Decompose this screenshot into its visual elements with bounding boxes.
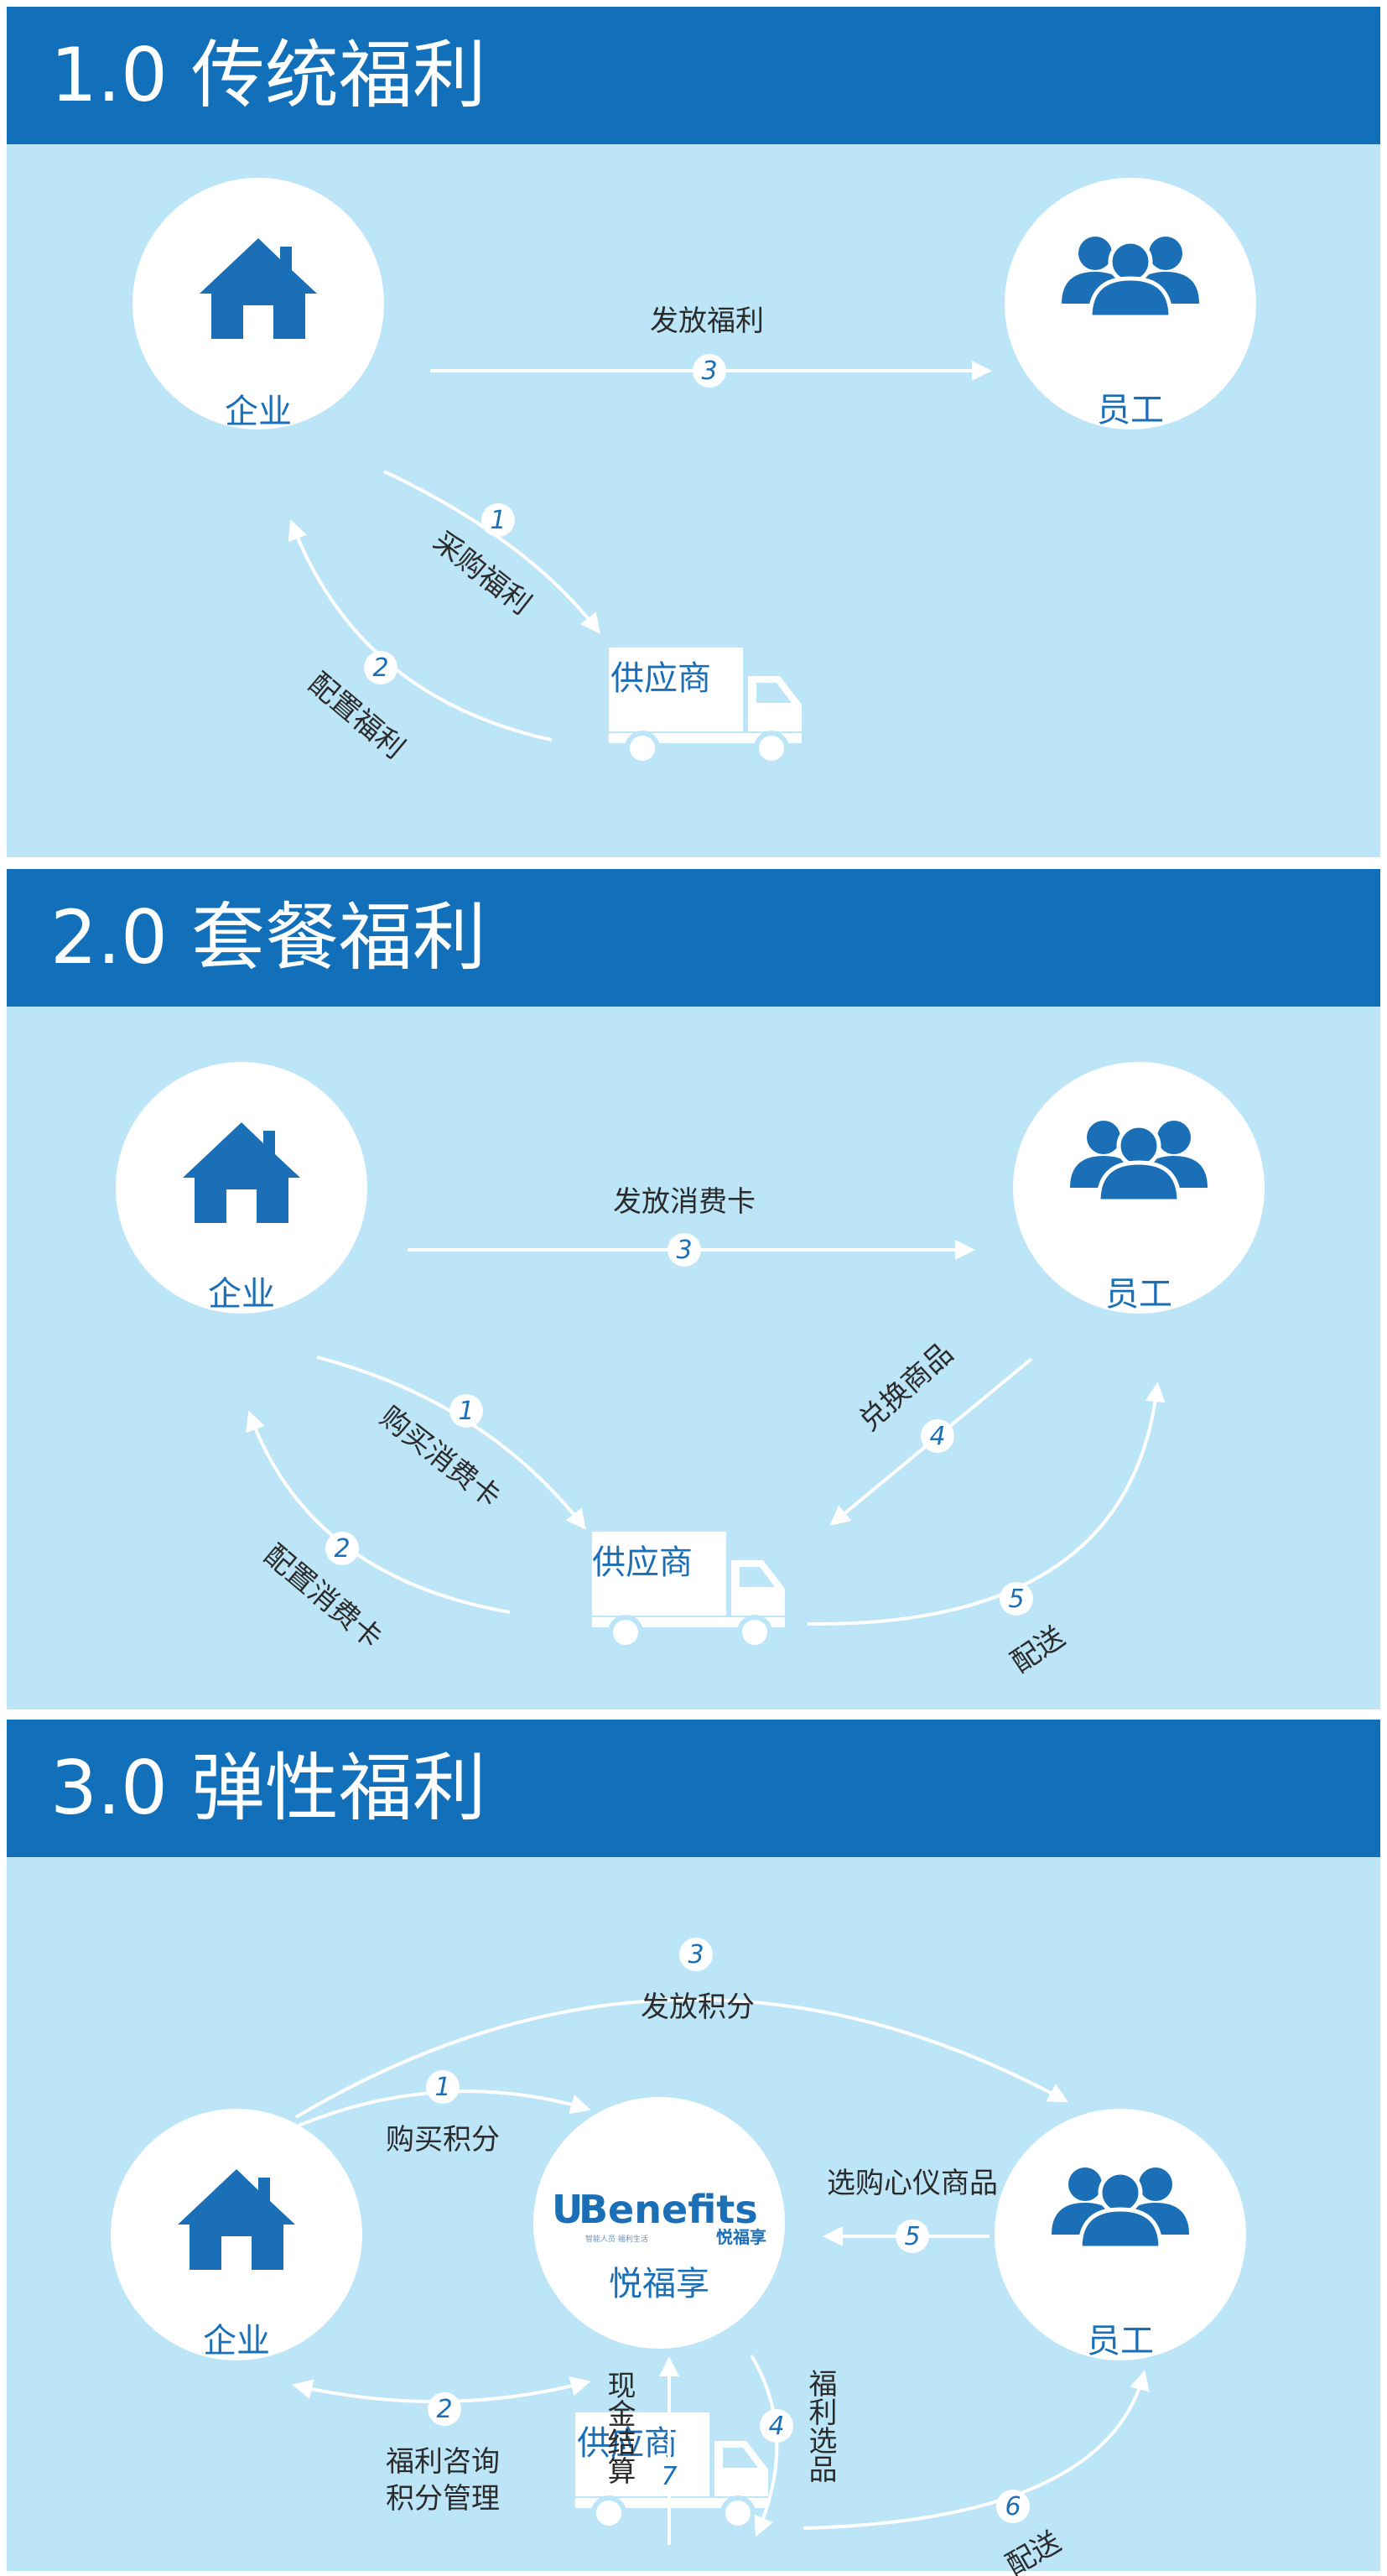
section-flexible: 3.0 弹性福利 企业 员工 U Benefits 悦福享 智能人员 福利生活 …	[7, 1720, 1380, 2576]
edge-configure: 2 配置福利	[288, 519, 553, 766]
edge-label: 购买积分	[386, 2123, 500, 2157]
edge-deliver: 6 配送	[803, 2370, 1150, 2576]
edge-consult: 2 福利咨询 积分管理	[292, 2376, 591, 2516]
step-number: 1	[490, 506, 506, 535]
edge-choose-products: 4 福利选品	[750, 2354, 837, 2537]
flow-diagram: 企业 员工 供应商 3 发放福利 1 采购福利 2 配置福利	[132, 178, 1256, 857]
edge-label: 发放福利	[650, 304, 764, 338]
step-number: 2	[334, 1534, 350, 1564]
node-supplier: 供应商	[592, 1532, 785, 1647]
step-number: 3	[701, 356, 717, 386]
brand-sub: 悦福享	[716, 2227, 766, 2247]
node-enterprise: 企业	[116, 1062, 367, 1314]
brand-name: Benefits	[579, 2187, 758, 2232]
section-header: 3.0 弹性福利	[7, 1720, 1380, 1857]
brand-prefix: U	[552, 2187, 583, 2232]
edge-label: 配送	[1000, 2525, 1067, 2576]
section-header: 1.0 传统福利	[7, 7, 1380, 144]
node-employee: 员工	[1005, 178, 1256, 429]
edge-select-goods: 5 选购心仪商品	[823, 2167, 998, 2253]
node-supplier: 供应商	[609, 648, 802, 763]
brand-tagline: 智能人员 福利生活	[585, 2234, 648, 2244]
node-label: 员工	[1105, 1275, 1172, 1314]
node-label: 企业	[208, 1275, 275, 1314]
edge-label: 福利选品	[803, 2369, 837, 2483]
node-supplier: 供应商	[575, 2412, 768, 2528]
node-label: 供应商	[610, 659, 711, 698]
step-number: 4	[768, 2412, 784, 2441]
section-title: 1.0 传统福利	[50, 32, 486, 118]
node-label: 悦福享	[609, 2265, 709, 2303]
section-traditional: 1.0 传统福利 企业 员工 供应商 3 发放福利 1 采购福利	[7, 7, 1380, 857]
edge-label: 采购福利	[427, 525, 538, 622]
node-label: 供应商	[592, 1543, 693, 1582]
node-enterprise: 企业	[111, 2109, 362, 2360]
edge-label: 选购心仪商品	[827, 2167, 998, 2200]
node-label: 员工	[1087, 2322, 1154, 2360]
step-number: 7	[661, 2462, 677, 2491]
section-title: 3.0 弹性福利	[50, 1745, 486, 1831]
edge-buy-card: 1 购买消费卡	[316, 1356, 586, 1530]
section-header: 2.0 套餐福利	[7, 869, 1380, 1007]
edge-issue-points: 3 发放积分	[294, 1938, 1069, 2119]
edge-purchase: 1 采购福利	[383, 470, 600, 634]
logo-icon: U Benefits 悦福享 智能人员 福利生活	[552, 2187, 766, 2247]
step-number: 3	[676, 1236, 692, 1265]
flow-diagram: 企业 员工 供应商 3 发放消费卡 1 购买消费卡 2 配置消费卡	[116, 1062, 1265, 1679]
section-package: 2.0 套餐福利 企业 员工 供应商 3 发放消费卡 1 购买消费卡	[7, 869, 1380, 1710]
flow-diagram: 企业 员工 U Benefits 悦福享 智能人员 福利生活 悦福享 供应商 3	[111, 1938, 1246, 2576]
step-number: 1	[458, 1397, 474, 1426]
step-number: 2	[372, 653, 388, 683]
step-number: 3	[688, 1940, 704, 1970]
edge-label: 积分管理	[386, 2482, 500, 2516]
edge-redeem: 4 兑换商品	[829, 1336, 1033, 1527]
node-employee: 员工	[995, 2109, 1246, 2360]
edge-label: 福利咨询	[386, 2445, 500, 2479]
step-number: 1	[434, 2073, 450, 2102]
edge-label: 配置福利	[302, 667, 411, 766]
edge-distribute-card: 3 发放消费卡	[408, 1185, 975, 1267]
step-number: 2	[436, 2395, 452, 2424]
edge-configure-card: 2 配置消费卡	[246, 1410, 511, 1656]
edge-label: 购买消费卡	[373, 1400, 506, 1514]
step-number: 4	[929, 1422, 945, 1451]
node-label: 企业	[225, 393, 292, 431]
step-number: 5	[904, 2222, 920, 2251]
section-title: 2.0 套餐福利	[50, 894, 486, 981]
edge-label: 发放消费卡	[613, 1185, 756, 1219]
step-number: 5	[1008, 1585, 1024, 1614]
edge-distribute: 3 发放福利	[430, 304, 992, 388]
node-platform: U Benefits 悦福享 智能人员 福利生活 悦福享	[533, 2097, 785, 2349]
edge-deliver: 5 配送	[807, 1382, 1166, 1679]
step-number: 6	[1005, 2492, 1021, 2521]
edge-label: 配送	[1005, 1620, 1071, 1679]
node-label: 员工	[1097, 391, 1164, 429]
node-label: 供应商	[577, 2424, 678, 2463]
edge-settlement: 7 现金结算	[602, 2356, 686, 2545]
node-label: 企业	[203, 2322, 270, 2360]
edge-label: 发放积分	[641, 1991, 755, 2024]
node-employee: 员工	[1013, 1062, 1265, 1314]
edge-buy-points: 1 购买积分	[298, 2070, 591, 2157]
edge-label: 配置消费卡	[257, 1538, 388, 1656]
edge-label: 现金结算	[602, 2370, 636, 2485]
node-enterprise: 企业	[132, 178, 384, 431]
